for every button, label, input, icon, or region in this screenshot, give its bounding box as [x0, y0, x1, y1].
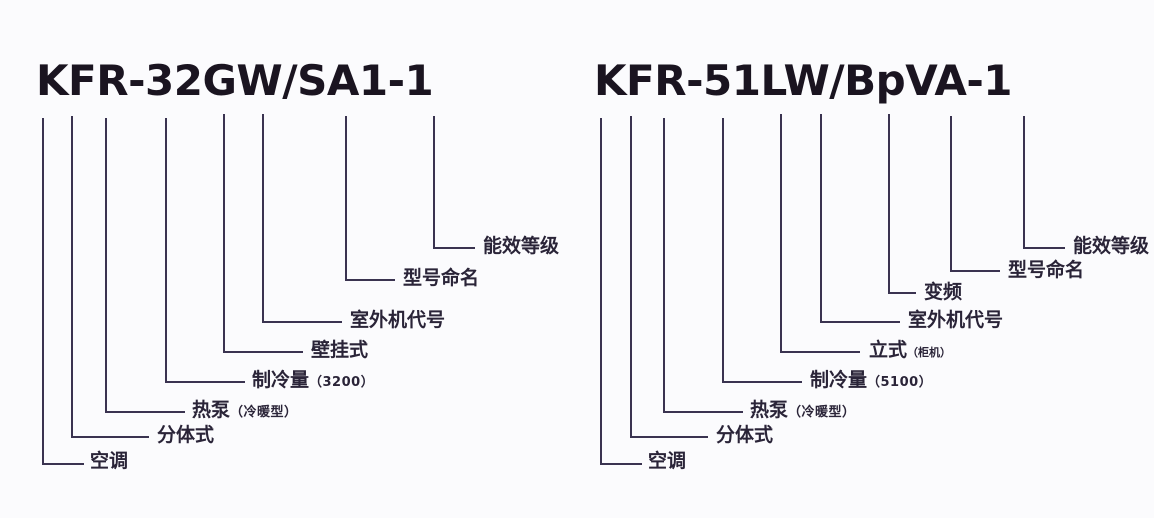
left-leader-foot-4 — [165, 381, 245, 383]
left-leader-stem-7 — [345, 116, 347, 281]
left-leader-stem-6 — [262, 114, 264, 323]
right-callout-kongtiao-label: 空调 — [648, 450, 687, 472]
left-callout-rebeng-label: 热泵 — [192, 399, 231, 421]
right-leader-stem-3 — [663, 118, 665, 413]
right-callout-nengxiao: 能效等级 — [1073, 237, 1149, 256]
left-leader-foot-7 — [345, 279, 395, 281]
left-callout-xinghao-label: 型号命名 — [403, 267, 480, 289]
right-leader-stem-4 — [722, 118, 724, 383]
right-leader-foot-3 — [663, 411, 743, 413]
left-callout-shiwaiji-label: 室外机代号 — [350, 309, 446, 331]
right-leader-stem-1 — [600, 118, 602, 465]
right-callout-fentishi-label: 分体式 — [716, 424, 774, 446]
left-leader-foot-3 — [105, 411, 185, 413]
right-callout-shiwaiji: 室外机代号 — [908, 311, 1003, 330]
right-callout-shiwaiji-label: 室外机代号 — [908, 309, 1004, 331]
right-callout-lishi-paren: （柜机） — [907, 346, 952, 359]
right-leader-stem-9 — [1023, 116, 1025, 249]
left-leader-foot-5 — [223, 351, 303, 353]
left-leader-stem-2 — [71, 116, 73, 438]
right-leader-foot-8 — [950, 270, 1000, 272]
right-callout-xinghao: 型号命名 — [1008, 261, 1084, 280]
right-callout-rebeng: 热泵（冷暖型） — [750, 401, 856, 420]
left-leader-stem-5 — [223, 114, 225, 353]
right-callout-rebeng-label: 热泵 — [750, 399, 789, 421]
left-callout-biguashi: 壁挂式 — [311, 341, 368, 360]
right-callout-nengxiao-label: 能效等级 — [1073, 235, 1150, 257]
right-leader-stem-2 — [630, 116, 632, 438]
right-callout-zhilengliang-label: 制冷量 — [810, 369, 868, 391]
right-callout-zhilengliang-paren: （5100） — [867, 375, 933, 390]
left-callout-nengxiao: 能效等级 — [483, 237, 559, 256]
left-callout-xinghao: 型号命名 — [403, 269, 479, 288]
left-callout-rebeng: 热泵（冷暖型） — [192, 401, 298, 420]
left-leader-stem-4 — [165, 118, 167, 383]
right-leader-stem-5 — [780, 114, 782, 353]
right-callout-lishi-label: 立式 — [869, 339, 908, 361]
right-leader-foot-5 — [780, 351, 860, 353]
left-leader-foot-6 — [262, 321, 342, 323]
left-callout-rebeng-paren: （冷暖型） — [230, 405, 298, 420]
right-callout-lishi: 立式（柜机） — [869, 341, 951, 360]
right-leader-foot-9 — [1023, 247, 1065, 249]
left-callout-fentishi: 分体式 — [157, 426, 214, 445]
left-leader-foot-2 — [71, 436, 149, 438]
right-callout-xinghao-label: 型号命名 — [1008, 259, 1085, 281]
right-callout-zhilengliang: 制冷量（5100） — [810, 371, 932, 390]
left-callout-kongtiao: 空调 — [90, 452, 128, 471]
right-leader-foot-7 — [888, 292, 916, 294]
left-callout-shiwaiji: 室外机代号 — [350, 311, 445, 330]
right-leader-foot-6 — [820, 321, 900, 323]
left-callout-biguashi-label: 壁挂式 — [311, 339, 369, 361]
right-callout-rebeng-paren: （冷暖型） — [788, 405, 856, 420]
right-leader-foot-2 — [630, 436, 708, 438]
left-leader-stem-1 — [42, 118, 44, 465]
right-leader-stem-7 — [888, 114, 890, 294]
left-callout-zhilengliang-paren: （3200） — [309, 375, 375, 390]
right-model-title: KFR-51LW/BpVA-1 — [594, 56, 1013, 105]
left-leader-foot-1 — [42, 463, 84, 465]
left-leader-stem-3 — [105, 118, 107, 413]
right-callout-fentishi: 分体式 — [716, 426, 773, 445]
right-callout-bianpin: 变频 — [924, 283, 962, 302]
left-callout-fentishi-label: 分体式 — [157, 424, 215, 446]
right-leader-stem-6 — [820, 114, 822, 323]
right-leader-stem-8 — [950, 116, 952, 272]
left-callout-zhilengliang: 制冷量（3200） — [252, 371, 374, 390]
right-leader-foot-4 — [722, 381, 802, 383]
left-model-title: KFR-32GW/SA1-1 — [36, 56, 434, 105]
right-callout-bianpin-label: 变频 — [924, 281, 963, 303]
left-leader-stem-8 — [433, 116, 435, 249]
right-callout-kongtiao: 空调 — [648, 452, 686, 471]
left-leader-foot-8 — [433, 247, 475, 249]
left-callout-nengxiao-label: 能效等级 — [483, 235, 560, 257]
left-callout-kongtiao-label: 空调 — [90, 450, 129, 472]
right-leader-foot-1 — [600, 463, 642, 465]
left-callout-zhilengliang-label: 制冷量 — [252, 369, 310, 391]
